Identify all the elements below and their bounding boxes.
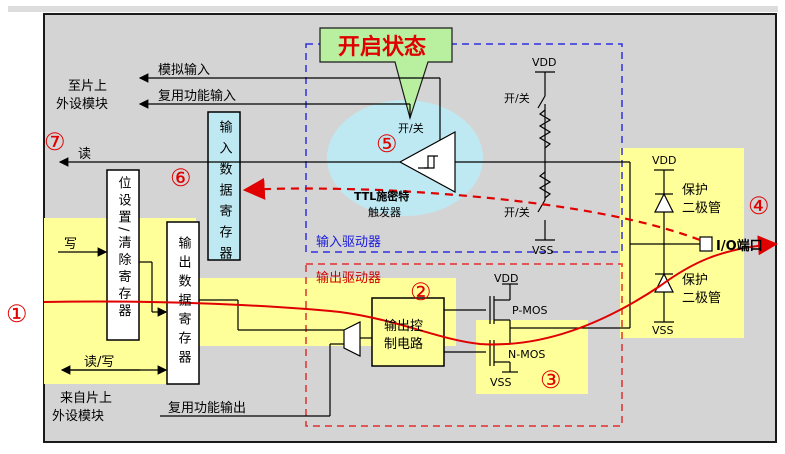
marker-3: ③	[540, 366, 562, 394]
ttl-schmitt-line2: 触发器	[368, 205, 401, 219]
write-label: 写	[64, 237, 77, 252]
io-port-label: I/O端口	[716, 238, 763, 254]
schmitt-switch-label: 开/关	[398, 121, 424, 135]
pull-switches	[537, 95, 546, 213]
output-driver-label: 输出驱动器	[316, 270, 381, 286]
alt-func-output-label: 复用功能输出	[168, 400, 246, 416]
vss-top-label: VSS	[532, 244, 554, 257]
pull-resistors	[538, 109, 552, 199]
input-signal-path	[242, 177, 701, 242]
bit-set-reset-register	[106, 169, 140, 341]
output-data-register-label: 输出数据寄存器	[176, 235, 192, 369]
nmos-label: N-MOS	[508, 348, 545, 361]
marker-7: ⑦	[44, 128, 66, 156]
input-data-register	[207, 111, 241, 261]
marker-2: ②	[410, 278, 432, 306]
from-peripheral-line1: 来自片上	[60, 391, 112, 406]
to-peripheral-line1: 至片上	[68, 79, 107, 94]
pmos-label: P-MOS	[512, 304, 548, 317]
input-data-register-label: 输入数据寄存器	[217, 119, 233, 267]
marker-1: ①	[6, 300, 28, 328]
bit-set-reset-register-label: 位设置/清除寄存器	[116, 176, 132, 320]
protect-diode-bot-l1: 保护	[682, 273, 708, 288]
wiring	[58, 71, 713, 417]
protect-diode-top-l1: 保护	[682, 183, 708, 198]
vdd-pmos-label: VDD	[494, 272, 518, 285]
output-mux	[343, 321, 361, 357]
read-label: 读	[78, 147, 91, 162]
alt-func-input-label: 复用功能输入	[158, 88, 236, 104]
input-driver-box	[305, 43, 623, 253]
output-control-line1: 输出控	[384, 318, 423, 334]
vdd-top-label: VDD	[532, 56, 556, 69]
output-control-line2: 制电路	[384, 336, 423, 352]
vdd-diode-label: VDD	[652, 154, 676, 167]
from-peripheral-line2: 外设模块	[52, 409, 104, 424]
diode-highlight	[620, 148, 744, 338]
vss-nmos-label: VSS	[490, 376, 512, 389]
marker-5: ⑤	[376, 130, 398, 158]
output-driver-box	[305, 263, 623, 427]
input-driver-label: 输入驱动器	[316, 234, 381, 250]
marker-4: ④	[748, 192, 770, 220]
marker-6: ⑥	[170, 164, 192, 192]
open-state-callout	[319, 27, 453, 121]
output-signal-path	[43, 235, 778, 346]
read-write-label: 读/写	[84, 355, 114, 370]
analog-input-label: 模拟输入	[158, 62, 210, 78]
protect-diode-top-l2: 二极管	[682, 201, 721, 216]
top-switch-label: 开/关	[504, 91, 530, 105]
to-peripheral-line2: 外设模块	[56, 97, 108, 112]
output-control-circuit	[371, 297, 445, 367]
ttl-schmitt-line1: TTL施密特	[354, 189, 409, 203]
protect-diode-bot-l2: 二极管	[682, 291, 721, 306]
schmitt-trigger	[398, 130, 456, 194]
vss-diode-label: VSS	[652, 324, 674, 337]
schmitt-bubble	[327, 100, 483, 216]
open-state-label: 开启状态	[338, 34, 426, 60]
bottom-switch-label: 开/关	[504, 205, 530, 219]
